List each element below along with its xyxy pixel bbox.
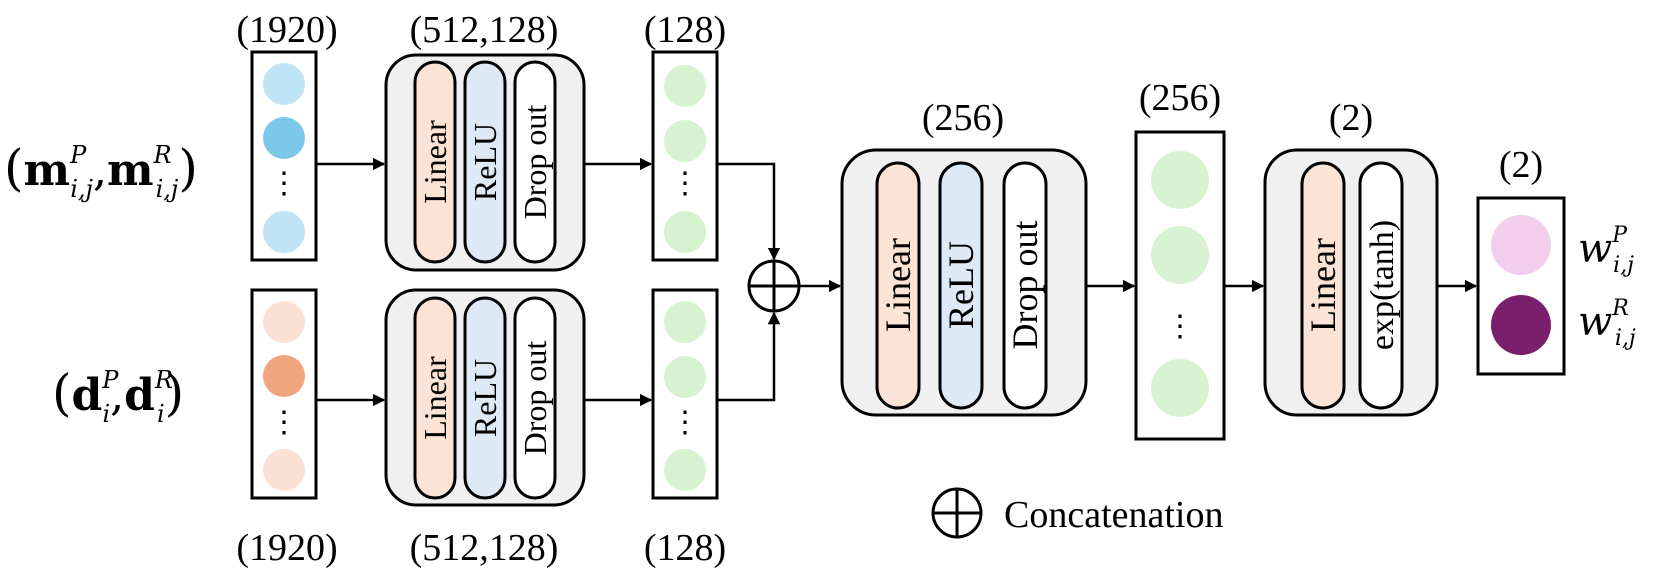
m-relu-label: ReLU — [467, 123, 503, 201]
d-input-node-active — [263, 355, 305, 397]
m-sub-1: i,j — [70, 175, 93, 203]
d-relu-pill — [463, 296, 507, 500]
mid-hidden-node — [1151, 226, 1209, 284]
m-hidden-node — [664, 65, 706, 107]
d-output-dim: (128) — [644, 527, 726, 569]
mid-relu-pill — [938, 161, 984, 410]
d-relu-label: ReLU — [467, 359, 503, 437]
m-input-node-active — [263, 117, 305, 159]
m-output-dim: (128) — [644, 9, 726, 51]
final-output-dim: (2) — [1499, 144, 1543, 186]
output-linear-label: Linear — [1303, 238, 1343, 332]
output-exp-tanh-label: exp(tanh) — [1364, 220, 1401, 350]
m-input-node — [263, 63, 305, 105]
m-dropout-pill — [513, 60, 557, 264]
m-sup-1: P — [69, 141, 87, 169]
d-input-ellipsis: ⋮ — [269, 406, 299, 439]
m-relu-pill — [463, 60, 507, 264]
d-base-2: d — [124, 370, 155, 421]
d-sup-2: R — [154, 366, 173, 394]
concat-icon — [747, 259, 801, 313]
m-input-node — [263, 211, 305, 253]
d-hidden-node — [664, 449, 706, 491]
arrow-m-hidden-to-concat — [717, 162, 781, 261]
wp-sub: i,j — [1613, 253, 1634, 278]
wr-base: w — [1578, 299, 1612, 345]
d-input-node — [263, 449, 305, 491]
d-block-dim: (512,128) — [410, 527, 559, 569]
m-hidden-node — [664, 211, 706, 253]
wr-sup: R — [1611, 296, 1629, 321]
output-exp-tanh-pill — [1358, 161, 1404, 410]
legend-concat-icon — [931, 487, 983, 539]
d-linear-pill — [413, 296, 457, 500]
d-hidden-node — [664, 356, 706, 398]
d-input-node — [263, 301, 305, 343]
paren-close: ) — [178, 139, 198, 197]
output-linear-pill — [1300, 161, 1346, 410]
d-linear-label: Linear — [417, 356, 453, 440]
d-hidden-ellipsis: ⋮ — [670, 406, 700, 439]
d-sub-2: i — [157, 400, 165, 428]
legend: Concatenation — [931, 487, 1223, 539]
d-sep: , — [110, 370, 124, 421]
d-sup-1: P — [101, 366, 119, 394]
m-hidden-node — [664, 120, 706, 162]
d-base-1: d — [72, 370, 103, 421]
wp-sup: P — [1611, 223, 1628, 248]
mid-hidden-node — [1151, 359, 1209, 417]
output-block — [1263, 148, 1439, 417]
last-block-dim: (2) — [1329, 97, 1373, 139]
m-base-1: m — [24, 145, 71, 196]
paren-open: ( — [52, 364, 72, 422]
mid-relu-label: ReLU — [941, 241, 981, 329]
output-node-p — [1491, 215, 1551, 275]
mid-hidden-ellipsis: ⋮ — [1165, 310, 1195, 343]
m-sep: , — [93, 145, 107, 196]
m-linear-label: Linear — [417, 120, 453, 204]
wp-base: w — [1578, 226, 1612, 272]
m-dropout-label: Drop out — [517, 105, 553, 220]
arrow-d-hidden-to-concat — [717, 311, 781, 402]
paren-open: ( — [4, 139, 24, 197]
mid-dropout-pill — [1002, 161, 1048, 410]
m-sup-2: R — [153, 141, 172, 169]
mid-output-dim: (256) — [1139, 77, 1221, 119]
m-block-dim: (512,128) — [410, 9, 559, 51]
d-sub-1: i — [102, 400, 110, 428]
mid-hidden-node — [1151, 151, 1209, 209]
d-dropout-label: Drop out — [517, 341, 553, 456]
m-base-2: m — [107, 145, 154, 196]
d-dropout-pill — [513, 296, 557, 500]
d-input-dim: (1920) — [236, 527, 337, 569]
wr-sub: i,j — [1615, 326, 1636, 351]
d-hidden-node — [664, 301, 706, 343]
mid-block-dim: (256) — [922, 97, 1004, 139]
mid-dropout-label: Drop out — [1005, 221, 1045, 350]
m-input-dim: (1920) — [236, 9, 337, 51]
m-hidden-ellipsis: ⋮ — [670, 167, 700, 200]
legend-concat-label: Concatenation — [1004, 494, 1223, 536]
mid-linear-label: Linear — [878, 238, 918, 332]
m-input-ellipsis: ⋮ — [269, 167, 299, 200]
m-linear-pill — [413, 60, 457, 264]
paren-close: ) — [165, 364, 185, 422]
output-node-r — [1491, 295, 1551, 355]
mid-linear-pill — [875, 161, 921, 410]
m-sub-2: i,j — [156, 175, 179, 203]
